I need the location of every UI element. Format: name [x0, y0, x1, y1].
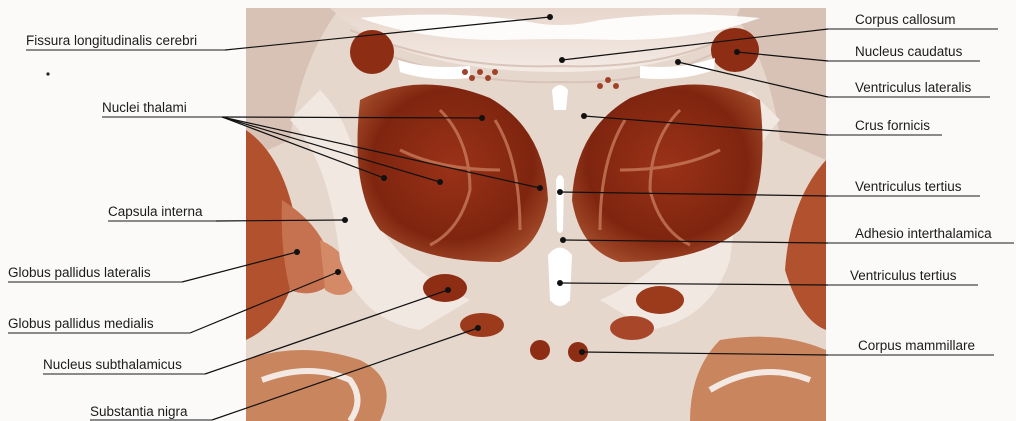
label-nuclei-thalami: Nuclei thalami: [102, 100, 187, 115]
label-crus-fornicis: Crus fornicis: [855, 118, 930, 133]
label-adhesio-interthalamica: Adhesio interthalamica: [855, 226, 992, 241]
label-corpus-callosum: Corpus callosum: [855, 12, 956, 27]
label-capsula-interna: Capsula interna: [108, 204, 203, 219]
label-ventriculus-tertius-2: Ventriculus tertius: [850, 268, 957, 283]
label-substantia-nigra: Substantia nigra: [90, 404, 188, 419]
label-corpus-mammillare: Corpus mammillare: [858, 338, 975, 353]
label-fissura-longitudinalis: Fissura longitudinalis cerebri: [26, 33, 197, 48]
label-nucleus-caudatus: Nucleus caudatus: [855, 44, 963, 59]
label-ventriculus-lateralis: Ventriculus lateralis: [855, 80, 972, 95]
brain-section-image: [246, 8, 826, 421]
label-nucleus-subthalamicus: Nucleus subthalamicus: [43, 357, 182, 372]
stray-dot: [46, 72, 49, 75]
label-globus-pallidus-medialis: Globus pallidus medialis: [8, 316, 154, 331]
label-ventriculus-tertius-1: Ventriculus tertius: [855, 179, 962, 194]
label-globus-pallidus-lateralis: Globus pallidus lateralis: [8, 265, 151, 280]
